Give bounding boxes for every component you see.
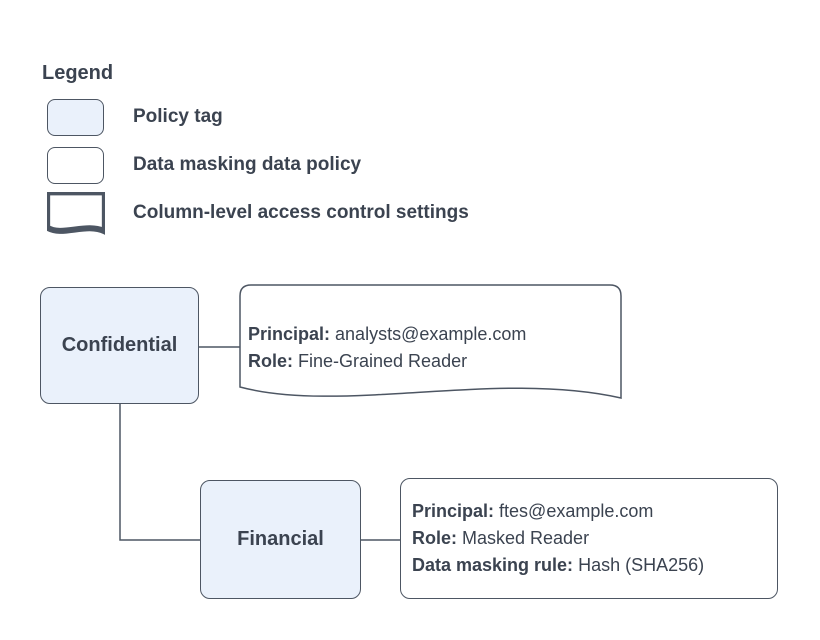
access-control-settings-shape xyxy=(239,284,622,411)
access-control-settings-swatch xyxy=(47,192,105,236)
policy-tag-swatch xyxy=(47,99,104,136)
legend-title: Legend xyxy=(42,62,114,84)
legend-label-data-masking-policy: Data masking data policy xyxy=(133,154,362,175)
settings-line-role: Role: Fine-Grained Reader xyxy=(248,351,468,371)
policy-line-role: Role: Masked Reader xyxy=(412,528,590,548)
legend-label-access-control-settings: Column-level access control settings xyxy=(133,202,469,223)
settings-line-principal: Principal: analysts@example.com xyxy=(248,324,527,344)
legend-label-policy-tag: Policy tag xyxy=(133,106,223,127)
node-financial: Financial xyxy=(200,480,361,599)
data-masking-policy-swatch xyxy=(47,147,104,184)
node-confidential: Confidential xyxy=(40,287,199,404)
data-masking-policy-box: Principal: ftes@example.com Role: Masked… xyxy=(400,478,778,599)
policy-line-principal: Principal: ftes@example.com xyxy=(412,501,654,521)
confidential-settings-text: Principal: analysts@example.com Role: Fi… xyxy=(248,321,526,375)
policy-line-masking-rule: Data masking rule: Hash (SHA256) xyxy=(412,555,705,575)
